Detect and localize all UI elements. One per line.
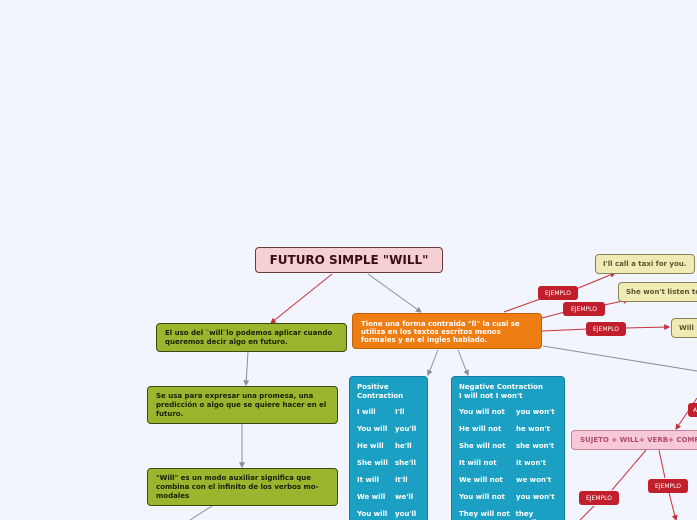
topic-uso-del-will[interactable]: El uso del ¨will¨lo podemos aplicar cuan…	[156, 323, 347, 352]
topic-promesa[interactable]: Se usa para expresar una promesa, una pr…	[147, 386, 338, 424]
example-node[interactable]: I'll call a taxi for you.	[595, 254, 695, 274]
link-ejemplo-3-to-example-3	[625, 324, 671, 331]
link-uso-to-promesa	[243, 351, 250, 387]
link-contraida-to-right	[542, 345, 697, 372]
link-contraida-to-ejemplo-2	[541, 311, 566, 319]
negative-contraction-header: Negative Contraction I will not I won't	[459, 383, 543, 400]
link-title-to-contraida	[367, 273, 422, 313]
ejemplo-tag[interactable]: EJEMPLO	[586, 322, 626, 336]
negative-contraction-box[interactable]: Negative Contraction I will not I won't …	[451, 376, 565, 520]
link-estructura-to-ejemplo-4	[611, 449, 647, 491]
link-estructura-to-ejemplo-5	[658, 449, 666, 479]
ejemplo-tag[interactable]: EJEMPLO	[648, 479, 688, 493]
link-title-to-uso	[270, 273, 333, 324]
ejemplo-tag[interactable]: EJEMPLO	[579, 491, 619, 505]
link-contraida-to-ejemplo-3	[541, 328, 589, 332]
positive-contraction-header: Positive Contraction	[357, 383, 404, 400]
link-contraida-to-positive	[426, 349, 439, 377]
ejemplo-tag[interactable]: EJEMPLO	[538, 286, 578, 300]
estructura-node[interactable]: SUJETO + WILL+ VERB+ COMPLEMENTO	[571, 430, 697, 450]
link-ejemplo-5-down	[668, 492, 678, 520]
example-node[interactable]: She won't listen to	[618, 282, 697, 302]
example-node[interactable]: Will	[671, 318, 697, 338]
link-ejemplo-4-down	[579, 505, 595, 520]
link-contraida-to-ejemplo-1	[503, 297, 544, 313]
link-contraida-to-negative	[457, 349, 470, 377]
topic-auxiliar[interactable]: "Will" es un modo auxiliar significa que…	[147, 468, 338, 506]
ejemplo-tag[interactable]: EJEMPLO	[563, 302, 605, 316]
central-topic[interactable]: FUTURO SIMPLE "WILL"	[255, 247, 443, 273]
link-ejemplo-1-to-example-1	[575, 272, 617, 290]
link-auxiliar-down	[189, 505, 213, 520]
partial-tag[interactable]: A	[688, 403, 697, 417]
topic-forma-contraida[interactable]: Tiene una forma contraida "ll" la cual s…	[352, 313, 542, 349]
